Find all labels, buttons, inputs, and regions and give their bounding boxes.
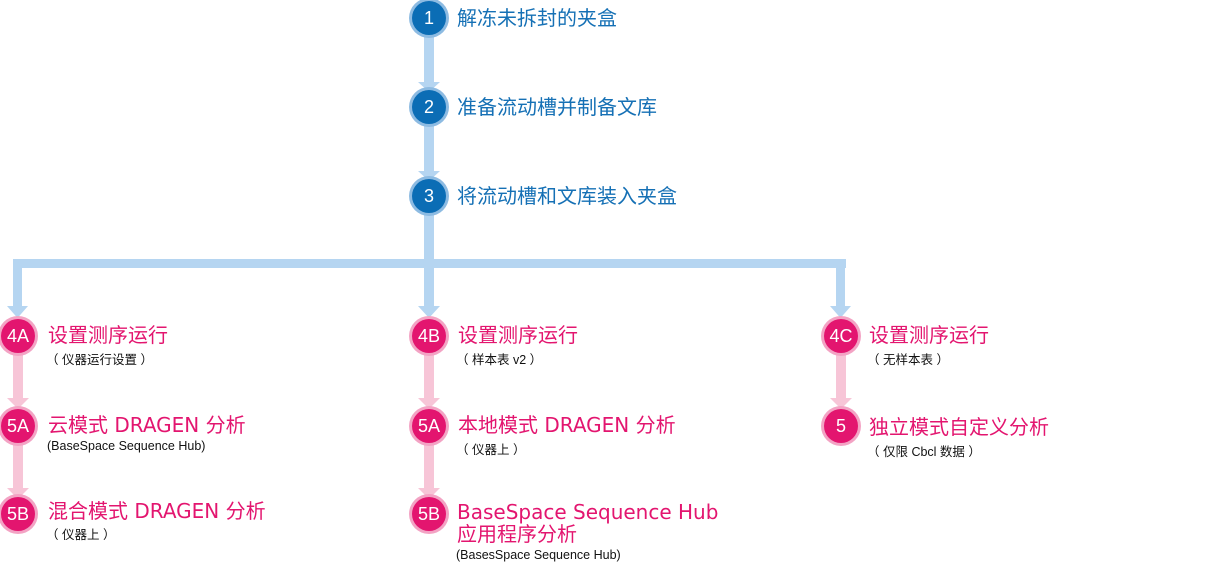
arrowhead — [7, 488, 29, 499]
step-5a-local-subtitle: （ 仪器上 ） — [456, 443, 526, 457]
connector-4c-5 — [836, 354, 846, 400]
step-4b-title: 设置测序运行 — [458, 323, 578, 347]
step-4a-badge: 4A — [1, 319, 35, 353]
arrowhead — [830, 306, 851, 318]
step-5b-basespace-title-line2: 应用程序分析 — [457, 522, 577, 546]
step-5a-cloud-subtitle: (BaseSpace Sequence Hub) — [47, 439, 206, 453]
connector-4a-5a — [13, 354, 23, 400]
connector-to-4c — [836, 259, 845, 309]
step-1-badge: 1 — [412, 1, 446, 35]
arrowhead — [418, 488, 440, 499]
step-4a-subtitle: （ 仪器运行设置 ） — [46, 353, 153, 367]
step-4c-title: 设置测序运行 — [869, 323, 989, 347]
connector-to-4a — [13, 259, 22, 309]
step-2-title: 准备流动槽并制备文库 — [457, 95, 657, 119]
step-4c-badge: 4C — [824, 319, 858, 353]
step-5b-hybrid-badge: 5B — [1, 497, 35, 531]
connector-4b-5a — [424, 354, 434, 400]
connector-5a-5b — [424, 444, 434, 490]
step-3-title: 将流动槽和文库装入夹盒 — [457, 184, 677, 208]
arrowhead — [7, 306, 28, 318]
connector-1-2 — [424, 36, 434, 84]
step-2-badge: 2 — [412, 90, 446, 124]
step-5a-cloud-title: 云模式 DRAGEN 分析 — [48, 413, 246, 437]
step-5b-hybrid-title: 混合模式 DRAGEN 分析 — [48, 499, 266, 523]
connector-2-3 — [424, 125, 434, 173]
step-5b-basespace-title: BaseSpace Sequence Hub — [457, 500, 719, 524]
step-3-badge: 3 — [412, 179, 446, 213]
step-5a-local-badge: 5A — [412, 409, 446, 443]
arrowhead — [830, 398, 852, 409]
step-4c-subtitle: （ 无样本表 ） — [867, 353, 949, 367]
step-4b-badge: 4B — [412, 319, 446, 353]
step-1-title: 解冻未拆封的夹盒 — [457, 6, 617, 30]
step-5b-basespace-badge: 5B — [412, 497, 446, 531]
step-5-standalone-subtitle: （ 仅限 Cbcl 数据 ） — [867, 445, 981, 459]
branch-bar — [13, 259, 846, 268]
arrowhead — [418, 82, 440, 92]
step-5b-hybrid-subtitle: （ 仪器上 ） — [46, 528, 116, 542]
step-5b-basespace-subtitle: (BasesSpace Sequence Hub) — [456, 548, 621, 562]
step-4b-subtitle: （ 样本表 v2 ） — [456, 353, 543, 367]
arrowhead — [418, 306, 440, 318]
arrowhead — [7, 398, 29, 409]
step-4a-title: 设置测序运行 — [48, 323, 168, 347]
arrowhead — [418, 171, 440, 181]
connector-5a-5b — [13, 444, 23, 490]
step-5-standalone-badge: 5 — [824, 409, 858, 443]
step-5a-cloud-badge: 5A — [1, 409, 35, 443]
step-5a-local-title: 本地模式 DRAGEN 分析 — [458, 413, 676, 437]
step-5-standalone-title: 独立模式自定义分析 — [869, 415, 1049, 439]
arrowhead — [418, 398, 440, 409]
